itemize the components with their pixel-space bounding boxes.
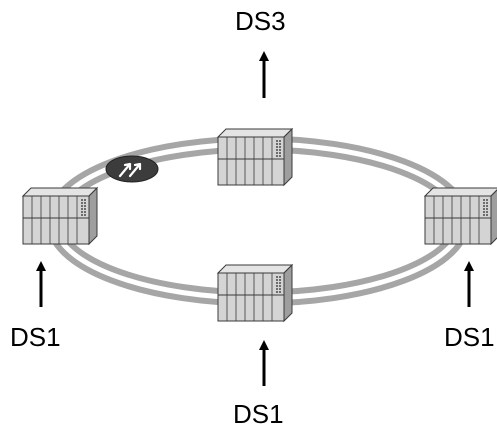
bottom-node-icon	[217, 264, 293, 322]
traffic-direction-badge-icon	[105, 155, 159, 183]
right-node-icon	[424, 187, 497, 245]
left-tributary-label: DS1	[10, 322, 61, 352]
bottom-tributary-label: DS1	[233, 399, 284, 427]
top-tributary-label: DS3	[235, 6, 286, 36]
left-node-icon	[22, 187, 98, 245]
top-node-icon	[217, 128, 293, 186]
right-tributary-label: DS1	[444, 322, 495, 352]
